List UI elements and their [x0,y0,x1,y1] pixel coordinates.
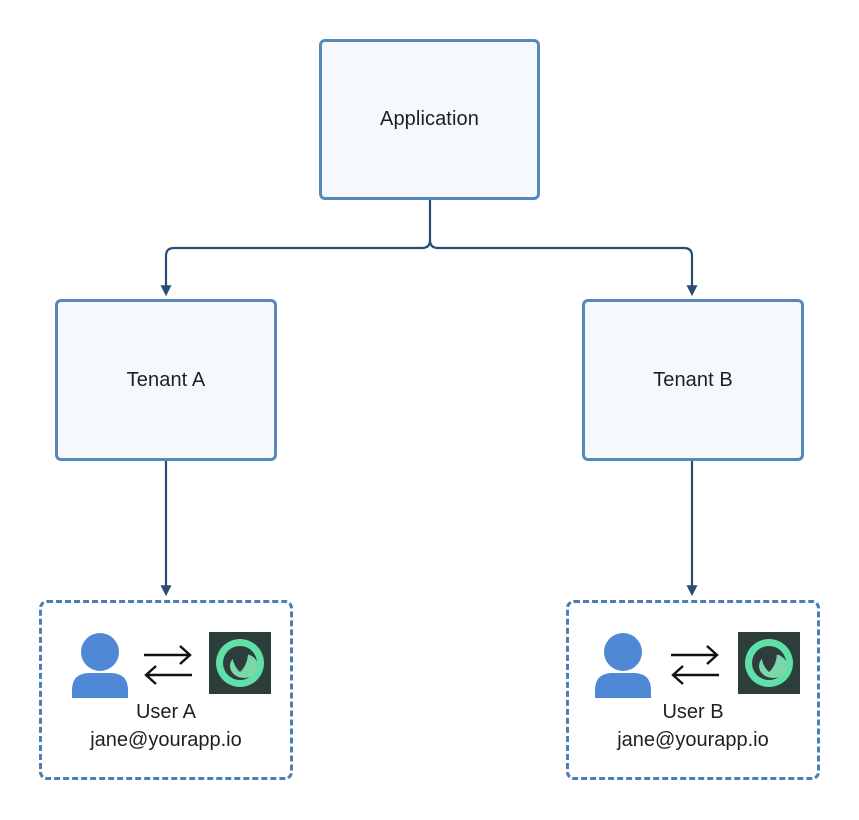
user-b-email: jane@yourapp.io [617,729,769,751]
app-logo-icon [209,632,271,694]
user-b-name: User B [662,701,724,723]
swap-arrows-icon [144,645,192,685]
app-logo-icon [738,632,800,694]
application-node[interactable]: Application [319,39,540,200]
connector-application-tenant-a [160,200,432,297]
tenant-a-label: Tenant A [126,368,206,391]
user-a-name: User A [135,701,197,723]
user-a-group[interactable]: User A jane@yourapp.io [39,600,293,780]
tenant-a-node[interactable]: Tenant A [55,299,277,461]
connector-application-tenant-b [428,239,698,297]
tenant-b-node[interactable]: Tenant B [582,299,804,461]
user-b-group[interactable]: User B jane@yourapp.io [566,600,820,780]
user-a-email: jane@yourapp.io [90,729,242,751]
user-avatar-icon [72,633,128,698]
tenant-b-label: Tenant B [653,368,733,391]
application-label: Application [380,108,479,130]
swap-arrows-icon [671,645,719,685]
user-avatar-icon [595,633,651,698]
